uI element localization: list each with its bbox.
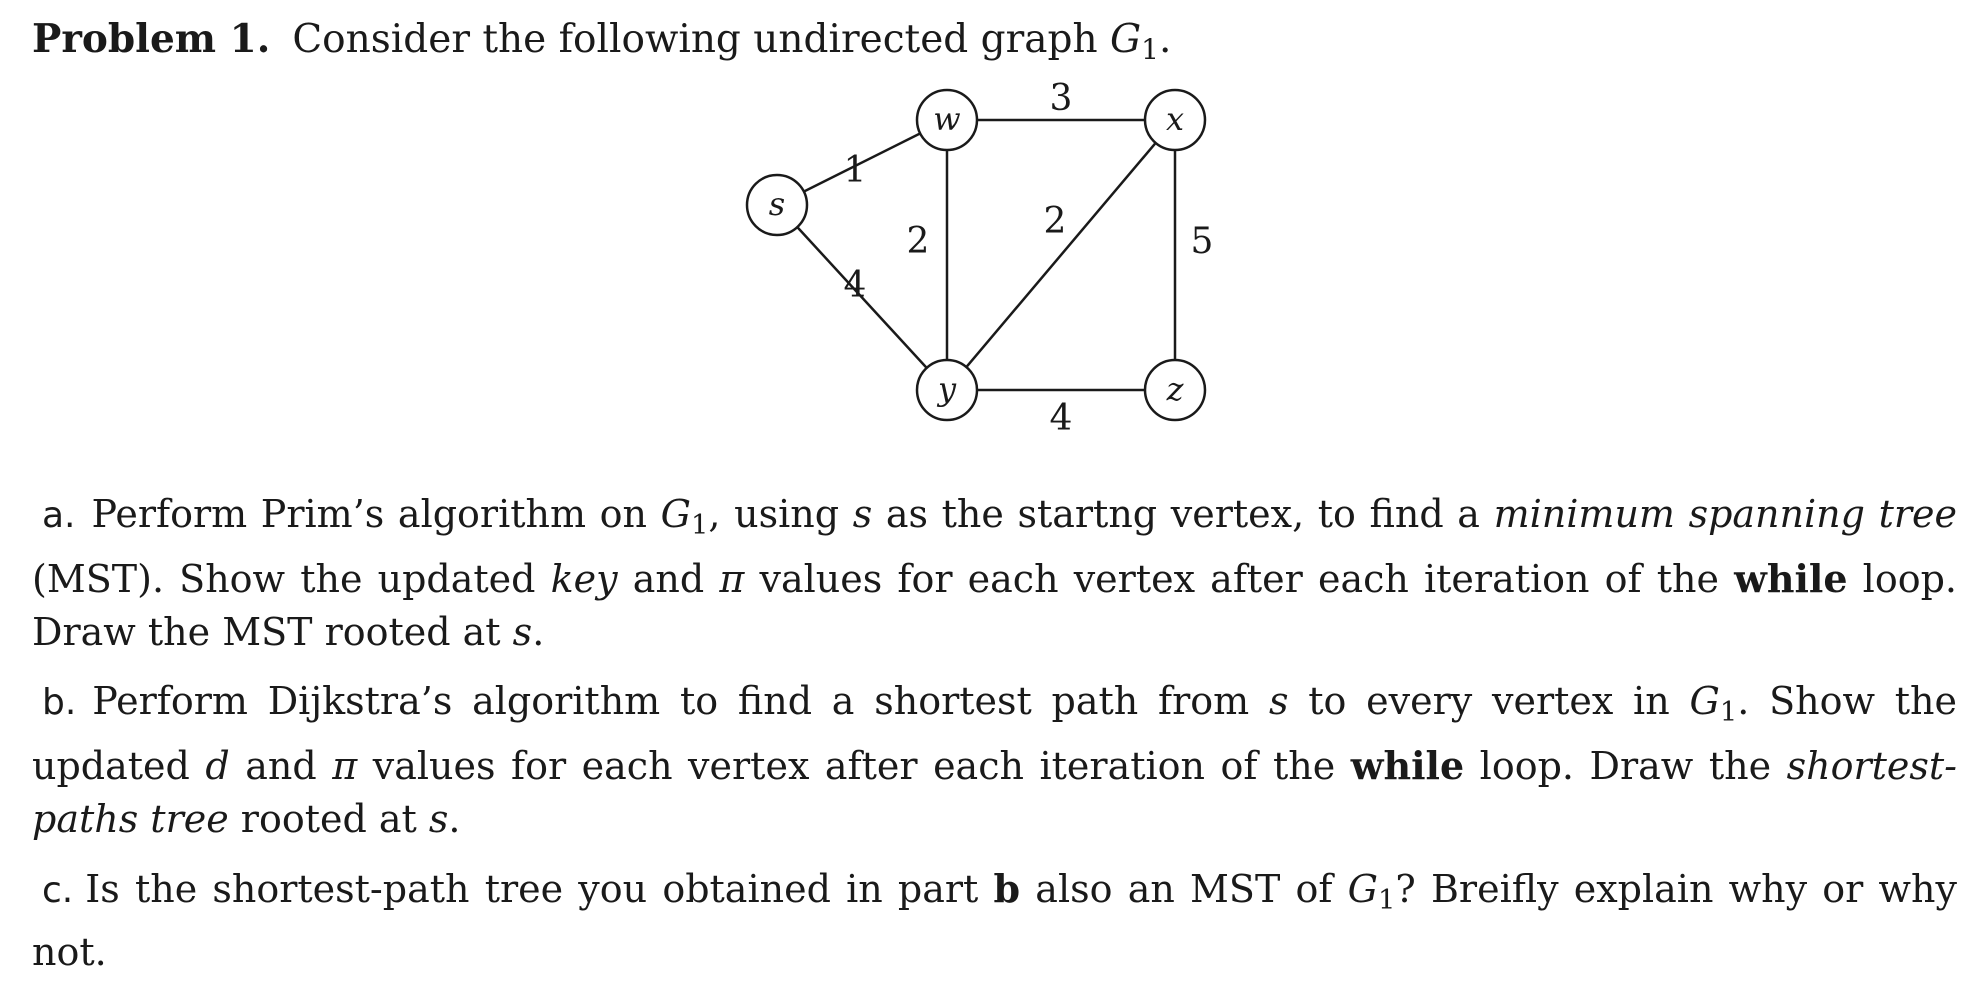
graph-figure: 1 4 3 2 2 5 4 s w x y z (740, 78, 1240, 439)
graph-vertices: s w x y z (745, 88, 1207, 422)
part-a: a.Perform Prim’s algorithm on G1, using … (32, 488, 1957, 659)
part-b-graph-symbol: G (1689, 678, 1720, 723)
part-b-vertex-s: s (428, 796, 449, 841)
part-b-text: values for each vertex after each iterat… (357, 743, 1351, 788)
edge-s-w (776, 118, 948, 207)
part-b-text: to every vertex in (1288, 678, 1690, 723)
part-b-spt-term: shortest-paths tree (32, 743, 1957, 841)
part-c-graph-symbol: G (1347, 866, 1378, 911)
vertex-label-x: x (1166, 100, 1184, 138)
part-b-text: loop. Draw the (1464, 743, 1787, 788)
part-a-pi-symbol: π (719, 556, 745, 601)
problem-intro-text: Consider the following undirected graph (292, 17, 1110, 62)
part-a-text: Perform Prim’s algorithm on (91, 492, 661, 536)
part-b-text: . Show the updated (32, 678, 1958, 788)
part-a-while-keyword: while (1734, 555, 1848, 601)
part-a-key-term: key (550, 556, 618, 601)
part-a-vertex-s: s (852, 492, 873, 536)
part-c-part-reference: b (993, 865, 1021, 911)
vertex-s (745, 173, 809, 237)
edge-weight-y-z: 4 (1050, 398, 1073, 439)
problem-heading: Problem 1. Consider the following undirec… (32, 14, 1171, 75)
problem-page: Problem 1. Consider the following undirec… (32, 14, 1957, 974)
edge-weight-s-y: 4 (844, 265, 867, 306)
part-b-text: rooted at (228, 796, 429, 841)
part-a-graph-subscript: 1 (691, 509, 709, 541)
part-b-letter: b. (42, 681, 77, 723)
part-b-while-keyword: while (1350, 742, 1465, 788)
part-a-mst-term: minimum spanning tree (1493, 492, 1957, 536)
part-c-graph-subscript: 1 (1378, 884, 1396, 916)
edge-s-y (776, 204, 948, 391)
part-c-text: also an MST of (1020, 866, 1348, 911)
problem-parts: a.Perform Prim’s algorithm on G1, using … (32, 488, 1957, 995)
graph-edge-weights: 1 4 3 2 2 5 4 (844, 78, 1214, 439)
vertex-x (1143, 88, 1207, 152)
part-b-vertex-s: s (1268, 678, 1289, 723)
part-a-text: loop. Draw the MST rooted at (32, 556, 1957, 654)
part-b-pi-symbol: π (332, 743, 358, 788)
vertex-label-z: z (1166, 370, 1185, 408)
edge-weight-w-y: 2 (907, 221, 930, 262)
part-a-text: and (617, 556, 720, 601)
vertex-label-w: w (933, 100, 960, 138)
vertex-z (1143, 358, 1207, 422)
graph-diagram: 1 4 3 2 2 5 4 s w x y z (745, 78, 1213, 439)
part-b-text: . (448, 796, 461, 841)
part-a-text: values for each vertex after each iterat… (744, 556, 1735, 601)
graph-edges (776, 118, 1177, 392)
part-b-d-symbol: d (205, 743, 230, 788)
edge-weight-w-x: 3 (1050, 78, 1073, 119)
edge-weight-y-x: 2 (1044, 201, 1067, 242)
problem-intro-end: . (1159, 17, 1172, 62)
edge-weight-x-z: 5 (1191, 221, 1214, 262)
vertex-label-y: y (936, 370, 957, 408)
part-b: b. Perform Dijkstra’s algorithm to find a… (32, 675, 1957, 846)
part-b-graph-subscript: 1 (1719, 696, 1738, 728)
part-a-graph-symbol: G (660, 492, 691, 536)
part-a-text: (MST). Show the updated (32, 556, 551, 601)
part-c-text: Is the shortest-path tree you obtained i… (85, 866, 994, 911)
edge-y-x (946, 119, 1176, 391)
part-a-text: . (532, 609, 545, 654)
part-c-letter: c. (42, 869, 74, 911)
graph-subscript: 1 (1141, 33, 1160, 67)
part-a-text: , using (708, 492, 853, 536)
vertex-w (915, 88, 979, 152)
edge-weight-s-w: 1 (844, 150, 867, 191)
vertex-label-s: s (769, 185, 785, 223)
problem-label: Problem 1. (32, 16, 271, 62)
part-a-letter: a. (42, 495, 76, 536)
part-a-text: as the startng vertex, to find a (872, 492, 1494, 536)
part-c-text: ? Breifly explain why or why not. (32, 866, 1957, 975)
part-c: c. Is the shortest-path tree you obtained… (32, 862, 1957, 980)
graph-symbol: G (1110, 17, 1142, 62)
part-a-vertex-s: s (512, 609, 533, 654)
part-b-text: Perform Dijkstra’s algorithm to find a s… (92, 678, 1269, 723)
part-b-text: and (229, 743, 333, 788)
vertex-y (915, 358, 979, 422)
